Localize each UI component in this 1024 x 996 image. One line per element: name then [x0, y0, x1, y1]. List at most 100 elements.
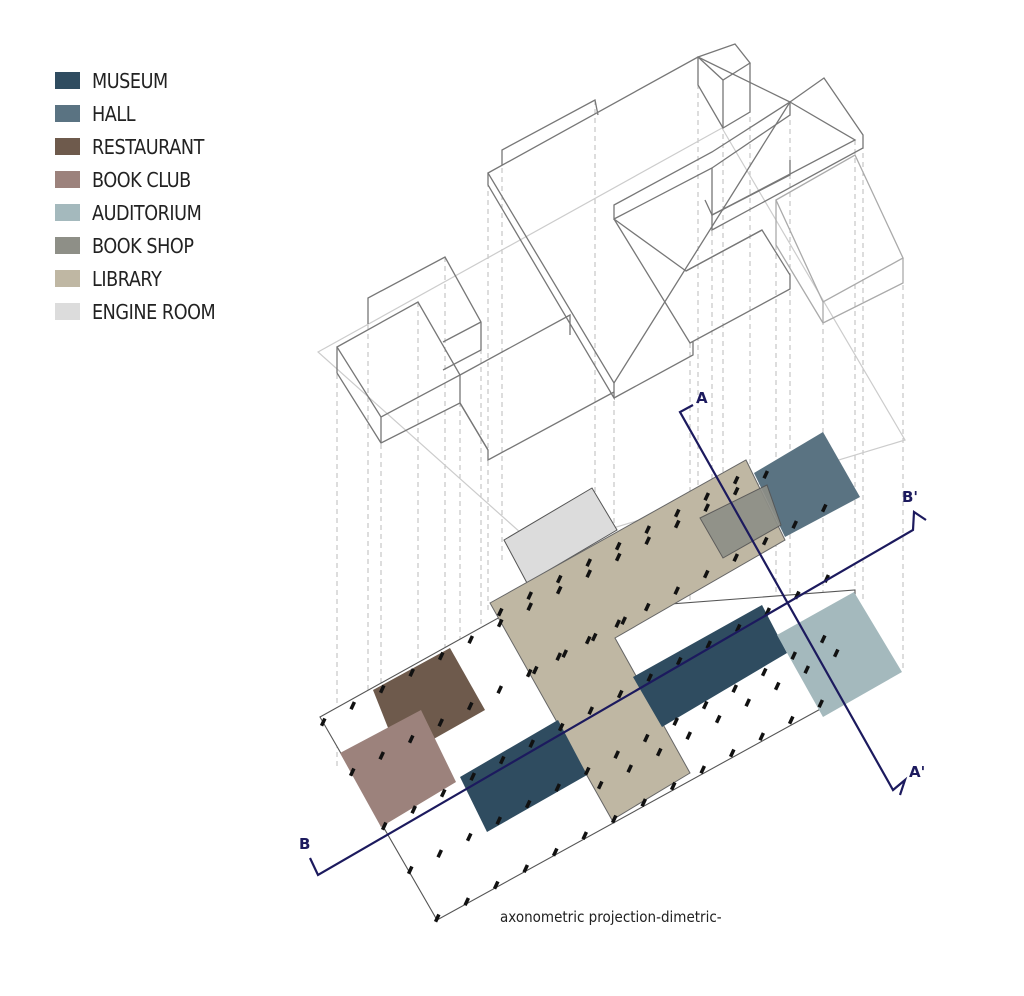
column-mark — [820, 503, 828, 513]
column-mark — [463, 897, 471, 906]
column-mark — [643, 602, 651, 612]
column-mark — [525, 668, 533, 678]
column-mark — [526, 591, 534, 600]
space-museum-west[interactable] — [460, 720, 587, 832]
legend-label: ENGINE ROOM — [92, 299, 216, 324]
column-mark — [495, 816, 503, 825]
column-mark — [410, 805, 418, 814]
space-book-club[interactable] — [340, 710, 456, 827]
column-mark — [773, 681, 781, 691]
column-mark — [616, 689, 624, 699]
space-auditorium[interactable] — [777, 592, 902, 717]
legend-label: LIBRARY — [92, 266, 162, 291]
column-mark — [585, 569, 593, 578]
column-mark — [762, 470, 770, 479]
legend-label: AUDITORIUM — [92, 200, 202, 225]
column-mark — [732, 553, 740, 562]
legend-item: LIBRARY — [55, 262, 232, 295]
column-mark — [378, 751, 386, 760]
column-mark — [380, 821, 388, 831]
column-mark — [433, 913, 441, 923]
legend-label: BOOK CLUB — [92, 167, 191, 192]
column-mark — [522, 864, 530, 873]
column-mark — [348, 767, 356, 777]
column-mark — [554, 783, 562, 792]
column-mark — [496, 607, 504, 617]
section-label-a: A — [696, 389, 708, 407]
legend-label: MUSEUM — [92, 68, 168, 93]
column-mark — [407, 734, 415, 744]
section-label-a-prime: A' — [909, 763, 925, 781]
column-mark — [551, 847, 559, 857]
column-mark — [596, 780, 604, 790]
upper-volumes — [336, 43, 904, 462]
column-mark — [669, 781, 677, 791]
column-mark — [614, 619, 622, 628]
column-mark — [557, 722, 565, 732]
column-mark — [701, 700, 709, 710]
section-label-b: B — [299, 835, 310, 853]
legend-swatch — [55, 204, 80, 221]
column-mark — [408, 668, 416, 677]
column-mark — [587, 706, 595, 715]
column-mark — [732, 486, 740, 496]
column-mark — [703, 492, 711, 501]
legend-item: AUDITORIUM — [55, 196, 232, 229]
column-mark — [790, 651, 798, 660]
column-mark — [642, 733, 650, 743]
legend-swatch — [55, 237, 80, 254]
column-mark — [732, 475, 740, 485]
column-mark — [675, 656, 683, 666]
column-mark — [787, 715, 795, 725]
column-mark — [465, 832, 473, 842]
column-mark — [466, 701, 474, 711]
column-mark — [439, 788, 447, 798]
column-mark — [819, 634, 827, 644]
column-mark — [467, 635, 475, 644]
column-mark — [498, 755, 506, 765]
column-mark — [734, 623, 742, 633]
column-mark — [760, 667, 768, 677]
legend-swatch — [55, 303, 80, 320]
space-hall[interactable] — [754, 432, 860, 537]
space-museum-east[interactable] — [633, 605, 787, 727]
column-mark — [714, 714, 722, 724]
column-mark — [531, 665, 539, 675]
column-mark — [406, 865, 414, 875]
column-mark — [705, 640, 713, 649]
structural-columns — [319, 470, 840, 923]
column-mark — [469, 772, 477, 781]
legend-label: HALL — [92, 101, 136, 126]
column-mark — [437, 651, 445, 661]
column-mark — [699, 765, 707, 774]
section-lines — [309, 404, 927, 877]
legend-item: RESTAURANT — [55, 130, 232, 163]
column-mark — [672, 717, 680, 726]
column-mark — [349, 701, 357, 710]
legend-label: RESTAURANT — [92, 134, 204, 159]
section-line-b[interactable] — [309, 510, 927, 877]
space-engine-room[interactable] — [503, 487, 618, 584]
column-mark — [555, 574, 563, 584]
legend-item: BOOK CLUB — [55, 163, 232, 196]
column-mark — [620, 616, 628, 625]
legend-swatch — [55, 171, 80, 188]
column-mark — [673, 508, 681, 518]
column-mark — [524, 799, 532, 809]
column-mark — [644, 536, 652, 545]
column-mark — [614, 552, 622, 562]
column-mark — [561, 649, 569, 658]
column-mark — [581, 831, 589, 840]
ground-outline — [316, 127, 906, 551]
column-mark — [644, 525, 652, 534]
legend-swatch — [55, 138, 80, 155]
section-line-a[interactable] — [678, 404, 908, 796]
column-mark — [803, 665, 811, 674]
column-mark — [655, 747, 663, 757]
column-mark — [744, 698, 752, 707]
legend-swatch — [55, 105, 80, 122]
column-mark — [496, 685, 504, 694]
column-mark — [613, 750, 621, 759]
